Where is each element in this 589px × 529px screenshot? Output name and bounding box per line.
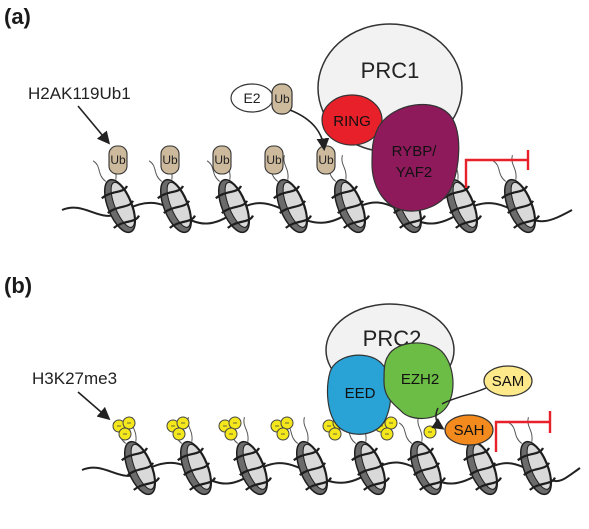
panel-b: (b) H3K27me3 PRC2 EED EZH2 SAM SAH [4,273,581,496]
repression-bar-a [464,150,530,188]
nucleosome-icon [284,417,332,496]
ezh2-label: EZH2 [401,371,439,388]
h2ak119ub1-label: H2AK119Ub1 [28,84,131,103]
ub-tag-label: Ub [162,153,178,167]
ubiquitin-icon: Ub [160,145,180,175]
h3k27me3-arrow [77,391,111,421]
dna-fiber-a [61,201,573,225]
methyl-row [112,416,437,441]
methyl-group-icon [112,416,136,441]
eed-shape [326,354,392,435]
rybp-label-line1: RYBP/ [392,143,438,160]
sam-shape [483,365,533,397]
ubiquitin-icon: Ub [108,145,128,175]
e2-label: E2 [243,90,260,106]
nucleosome-row-a [92,155,540,234]
rybp-label-line2: YAF2 [396,164,432,181]
h2ak119ub1-arrow [77,105,111,145]
ring-label: RING [333,113,371,130]
ring-shape [321,94,383,146]
sah-label: SAH [454,422,485,439]
prc1-label: PRC1 [361,58,420,83]
ubiquitin-icon: Ub [212,145,232,175]
methyl-group-icon [166,416,190,441]
eed-label: EED [345,385,376,402]
ub-tag-label: Ub [266,153,282,167]
e2-ub-label: Ub [274,92,290,106]
nucleosome-icon [342,417,390,496]
nucleosome-icon [434,155,482,234]
ub-tag-label: Ub [110,153,126,167]
rybp-shape [371,104,460,212]
ub-tag-label: Ub [318,153,334,167]
panel-b-letter: (b) [4,273,32,298]
ezh2-shape [383,342,454,420]
nucleosome-icon [492,155,540,234]
nucleosome-icon [92,155,140,234]
repression-bar-b [494,411,552,452]
e2-ub-icon [271,83,293,115]
nucleosome-icon [398,417,446,496]
nucleosome-icon [508,417,556,496]
methyl-transfer-arrow [431,407,445,430]
methyl-group-icon [423,425,437,439]
methyl-group-icon [218,416,242,441]
sah-shape [444,414,494,446]
dna-fiber-b [81,461,581,485]
nucleosome-icon [148,155,196,234]
ub-row: Ub Ub Ub Ub Ub [108,145,336,175]
sam-label: SAM [492,373,525,390]
panel-a-letter: (a) [4,4,31,29]
ubiquitin-icon: Ub [316,145,336,175]
methyl-group-icon [270,416,294,441]
ubiquitin-icon: Ub [264,145,284,175]
h3k27me3-label: H3K27me3 [32,369,117,388]
sam-to-ezh2-line [441,387,487,405]
nucleosome-icon [112,417,160,496]
ub-transfer-arrow [289,109,330,152]
ub-tag-label: Ub [214,153,230,167]
